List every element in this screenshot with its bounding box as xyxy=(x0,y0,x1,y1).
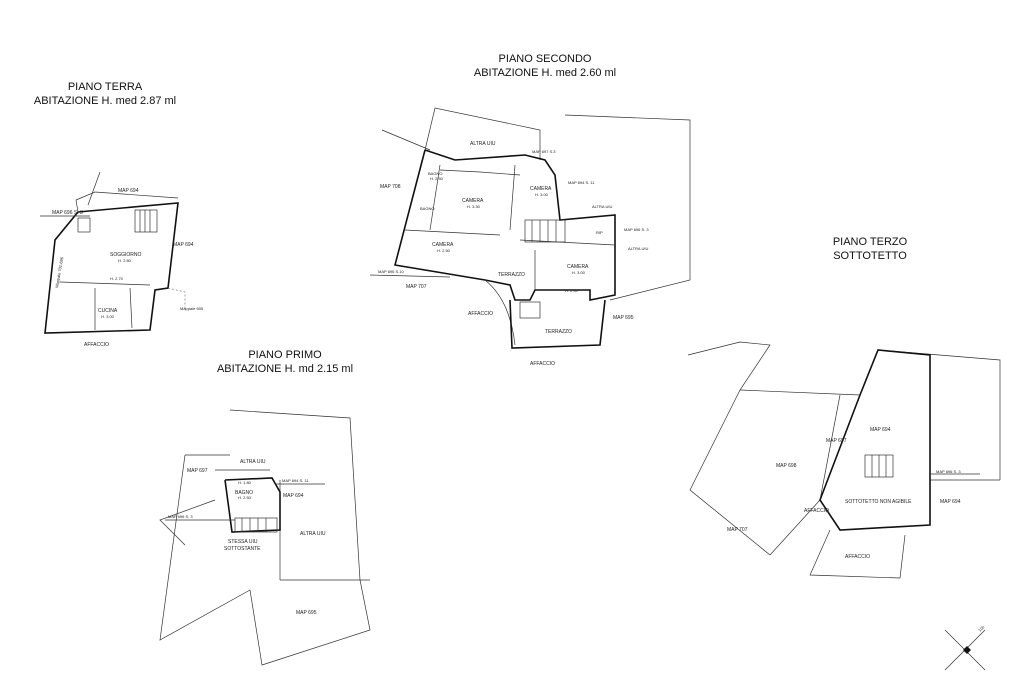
first-map697: MAP 697 xyxy=(187,468,208,474)
second-affaccio-bottom: AFFACCIO xyxy=(530,361,555,367)
second-altra-uiu-mid: ALTRA UIU xyxy=(592,204,612,209)
second-map694: MAP 694 S. 11 xyxy=(568,180,595,185)
second-map696b: MAP 696 S.10 xyxy=(378,269,404,274)
second-camera2-h: H. 2.50 xyxy=(437,248,451,253)
first-altra-uiu-top: ALTRA UIU xyxy=(240,459,266,465)
second-camera4: CAMERA xyxy=(567,264,589,270)
first-floor-name: PIANO PRIMO xyxy=(248,349,322,361)
first-stessa: STESSA UIU xyxy=(228,539,258,545)
second-affaccio-left: AFFACCIO xyxy=(468,311,493,317)
third-floor-height: SOTTOTETTO xyxy=(833,250,907,262)
first-map695: MAP 695 xyxy=(296,610,317,616)
ground-map694-top: MAP 694 xyxy=(118,188,139,194)
third-floor-name: PIANO TERZO xyxy=(832,236,908,248)
ground-cucina: CUCINA xyxy=(98,308,118,314)
first-bagno-h: H. 2.50 xyxy=(238,495,252,500)
first-floor-title: PIANO PRIMO ABITAZIONE H. md 2.15 ml xyxy=(200,348,370,376)
third-map694: MAP 694 xyxy=(940,499,961,505)
second-altra-uiu-right: ALTRA UIU xyxy=(628,246,648,251)
first-h: H. 1.80 xyxy=(238,480,252,485)
third-floor-title: PIANO TERZO SOTTOTETTO xyxy=(810,235,930,263)
first-altra-uiu-right: ALTRA UIU xyxy=(300,531,326,537)
second-altra-uiu-top: ALTRA UIU xyxy=(470,141,496,147)
second-map707: MAP 707 xyxy=(406,284,427,290)
ground-floor-plan: MAP 694 MAP 694 MAP 696 S. 3 Mappale 701… xyxy=(40,171,204,348)
second-floor-name: PIANO SECONDO xyxy=(498,53,592,65)
second-camera2: CAMERA xyxy=(432,242,454,248)
first-floor-plan: MAP 697 ALTRA UIU MAP 694 S. 11 BAGNO H.… xyxy=(159,409,371,666)
second-map697: MAP 697 S.3 xyxy=(532,149,556,154)
north-compass-icon: 100 xyxy=(944,624,986,671)
ground-mappale-695: Mappale 695 xyxy=(180,306,204,311)
second-map695: MAP 695 xyxy=(613,315,634,321)
third-floor-plan: MAP 694 MAP 697 MAP 698 MAP 696 S. 3 SOT… xyxy=(687,341,1001,579)
compass-label: 100 xyxy=(977,624,986,633)
second-map696: MAP 696 S. 3 xyxy=(624,227,649,232)
third-map698: MAP 698 xyxy=(776,463,797,469)
first-map694: MAP 694 xyxy=(283,493,304,499)
ground-soggiorno: SOGGIORNO xyxy=(110,252,142,258)
second-terrazzo2: TERRAZZO xyxy=(545,329,572,335)
ground-floor-title: PIANO TERRA ABITAZIONE H. med 2.87 ml xyxy=(30,80,180,108)
second-bagno1: BAGNO xyxy=(428,171,442,176)
third-sottotetto: SOTTOTETTO NON AGIBILE xyxy=(845,499,912,505)
ground-affaccio: AFFACCIO xyxy=(84,342,109,348)
ground-soggiorno-h: H. 2.80 xyxy=(118,258,132,263)
third-map694-top: MAP 694 xyxy=(870,427,891,433)
second-floor-height: ABITAZIONE H. med 2.60 ml xyxy=(473,67,617,79)
second-map708: MAP 708 xyxy=(380,184,401,190)
second-camera3: CAMERA xyxy=(530,186,552,192)
ground-floor-height: ABITAZIONE H. med 2.87 ml xyxy=(33,95,177,107)
second-bagno1-h: H. 2.50 xyxy=(430,176,444,181)
second-h-small: H. 2.40 xyxy=(565,288,579,293)
second-camera3-h: H. 3.00 xyxy=(535,192,549,197)
ground-floor-name: PIANO TERRA xyxy=(67,81,143,93)
ground-cucina-h: H. 3.00 xyxy=(101,314,115,319)
second-bagno2: BAGNO xyxy=(420,206,434,211)
second-terrazzo1: TERRAZZO xyxy=(498,272,525,278)
third-affaccio-bottom: AFFACCIO xyxy=(845,554,870,560)
first-map694-side: MAP 694 S. 11 xyxy=(282,478,309,483)
third-map697: MAP 697 xyxy=(826,438,847,444)
second-floor-title: PIANO SECONDO ABITAZIONE H. med 2.60 ml xyxy=(460,52,630,80)
first-sottostante: SOTTOSTANTE xyxy=(224,546,261,552)
second-camera1-h: H. 3.30 xyxy=(467,204,481,209)
third-map707: MAP 707 xyxy=(727,527,748,533)
second-camera4-h: H. 3.00 xyxy=(572,270,586,275)
first-floor-height: ABITAZIONE H. md 2.15 ml xyxy=(216,363,354,375)
second-floor-plan: ALTRA UIU MAP 697 S.3 BAGNO H. 2.50 BAGN… xyxy=(369,107,691,367)
ground-map694-side: MAP 694 xyxy=(173,242,194,248)
first-bagno: BAGNO xyxy=(235,490,253,496)
second-camera1: CAMERA xyxy=(462,198,484,204)
third-affaccio-left: AFFACCIO xyxy=(804,508,829,514)
first-map696: MAP 696 S. 3 xyxy=(168,514,193,519)
ground-h: H. 2.70 xyxy=(110,276,124,281)
third-map696: MAP 696 S. 3 xyxy=(936,469,961,474)
ground-mappale-left: Mappale 701-696 xyxy=(54,256,64,288)
second-rip: RIP xyxy=(596,230,603,235)
ground-map696: MAP 696 S. 3 xyxy=(52,210,83,216)
